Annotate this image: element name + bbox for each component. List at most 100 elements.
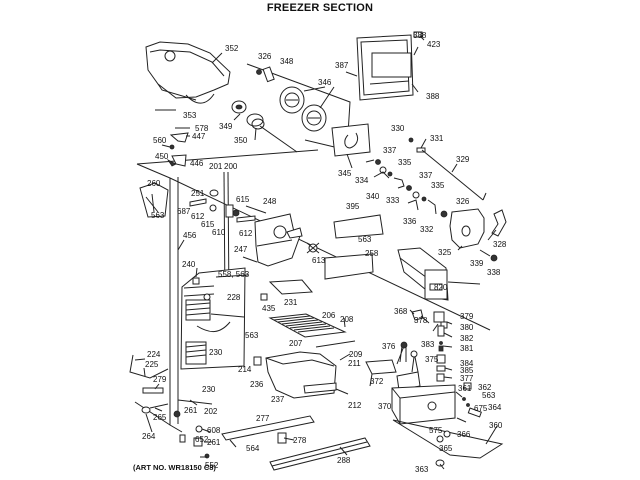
- air-duct-assembly: [254, 213, 320, 295]
- label-328: 328: [493, 240, 507, 249]
- control-housing: [365, 359, 482, 425]
- label-456: 456: [183, 231, 197, 240]
- label-278: 278: [293, 436, 307, 445]
- control-panel-395: [333, 214, 384, 239]
- label-261: 261: [207, 438, 221, 447]
- linkage-parts: [365, 137, 487, 215]
- label-333: 333: [386, 196, 400, 205]
- label-387: 387: [335, 61, 349, 70]
- label-332: 332: [420, 225, 434, 234]
- label-381: 381: [460, 344, 474, 353]
- label-563: 563: [482, 391, 496, 400]
- auger-parts: [231, 100, 298, 153]
- label-247: 247: [234, 245, 248, 254]
- label-385: 385: [460, 366, 474, 375]
- label-423: 423: [427, 40, 441, 49]
- toe-grille: [269, 437, 371, 471]
- label-202: 202: [204, 407, 218, 416]
- label-380: 380: [460, 323, 474, 332]
- label-384: 384: [460, 359, 474, 368]
- label-334: 334: [355, 176, 369, 185]
- label-378: 378: [414, 316, 428, 325]
- label-363: 363: [415, 465, 429, 474]
- label-208: 208: [340, 315, 354, 324]
- misc-left-parts: [129, 293, 211, 459]
- label-615: 615: [201, 220, 215, 229]
- label-264: 264: [142, 432, 156, 441]
- label-365: 365: [439, 444, 453, 453]
- label-610: 610: [212, 228, 226, 237]
- label-251: 251: [191, 189, 205, 198]
- ice-maker-motor: [440, 208, 507, 262]
- label-563: 563: [151, 211, 165, 220]
- screw-365: [436, 435, 444, 443]
- wire-shelf: [268, 313, 356, 348]
- ice-maker-assembly: [397, 247, 449, 301]
- label-612: 612: [191, 212, 205, 221]
- label-362: 362: [478, 383, 492, 392]
- label-260: 260: [147, 179, 161, 188]
- label-230: 230: [202, 385, 216, 394]
- label-231: 231: [284, 298, 298, 307]
- label-352: 352: [225, 44, 239, 53]
- leader-lines: [134, 35, 498, 470]
- callout-labels: 352 326 348 346 387 388 423 388 353 349 …: [142, 31, 507, 474]
- label-348: 348: [280, 57, 294, 66]
- clip-435: [260, 293, 268, 301]
- label-206: 206: [322, 311, 336, 320]
- diagram-title: FREEZER SECTION: [266, 2, 374, 14]
- label-687: 687: [177, 207, 191, 216]
- label-336: 336: [403, 217, 417, 226]
- label-337: 337: [419, 171, 433, 180]
- label-368: 368: [394, 307, 408, 316]
- label-340: 340: [366, 192, 380, 201]
- label-388: 388: [426, 92, 440, 101]
- label-372: 372: [370, 377, 384, 386]
- label-361: 361: [458, 384, 472, 393]
- label-337: 337: [383, 146, 397, 155]
- label-345: 345: [338, 169, 352, 178]
- label-575: 575: [429, 426, 443, 435]
- label-211: 211: [348, 359, 361, 368]
- clip-363: [435, 459, 445, 467]
- ice-maker-plate: [331, 123, 371, 157]
- label-383: 383: [421, 340, 435, 349]
- hinge-parts: [189, 189, 303, 239]
- label-330: 330: [391, 124, 405, 133]
- dispenser-parts: [166, 127, 190, 167]
- label-225: 225: [145, 360, 159, 369]
- label-207: 207: [289, 339, 303, 348]
- label-435: 435: [262, 304, 276, 313]
- freezer-door-part: [356, 31, 423, 101]
- label-563: 563: [358, 235, 372, 244]
- label-820: 820: [434, 283, 448, 292]
- label-277: 277: [256, 414, 270, 423]
- evaporator-cover: [180, 267, 246, 370]
- label-395: 395: [346, 202, 360, 211]
- label-376: 376: [382, 342, 396, 351]
- label-335: 335: [431, 181, 445, 190]
- cover-258: [324, 253, 374, 280]
- label-370: 370: [378, 402, 392, 411]
- label-366: 366: [457, 430, 471, 439]
- label-377: 377: [460, 374, 474, 383]
- label-288: 288: [337, 456, 351, 465]
- label-230: 230: [209, 348, 223, 357]
- label-578: 578: [195, 124, 209, 133]
- bracket-236: [253, 356, 262, 366]
- label-360: 360: [489, 421, 503, 430]
- label-335: 335: [398, 158, 412, 167]
- label-612: 612: [239, 229, 253, 238]
- label-200: 200: [224, 162, 238, 171]
- label-209: 209: [349, 350, 363, 359]
- fastener-240: [192, 277, 200, 285]
- label-615: 615: [236, 195, 250, 204]
- ice-bucket-part: [145, 41, 231, 104]
- label-346: 346: [318, 78, 332, 87]
- label-261: 261: [184, 406, 198, 415]
- label-212: 212: [348, 401, 362, 410]
- hinge-cover: [139, 182, 169, 218]
- label-214: 214: [238, 365, 252, 374]
- label-447: 447: [192, 132, 206, 141]
- label-240: 240: [182, 260, 196, 269]
